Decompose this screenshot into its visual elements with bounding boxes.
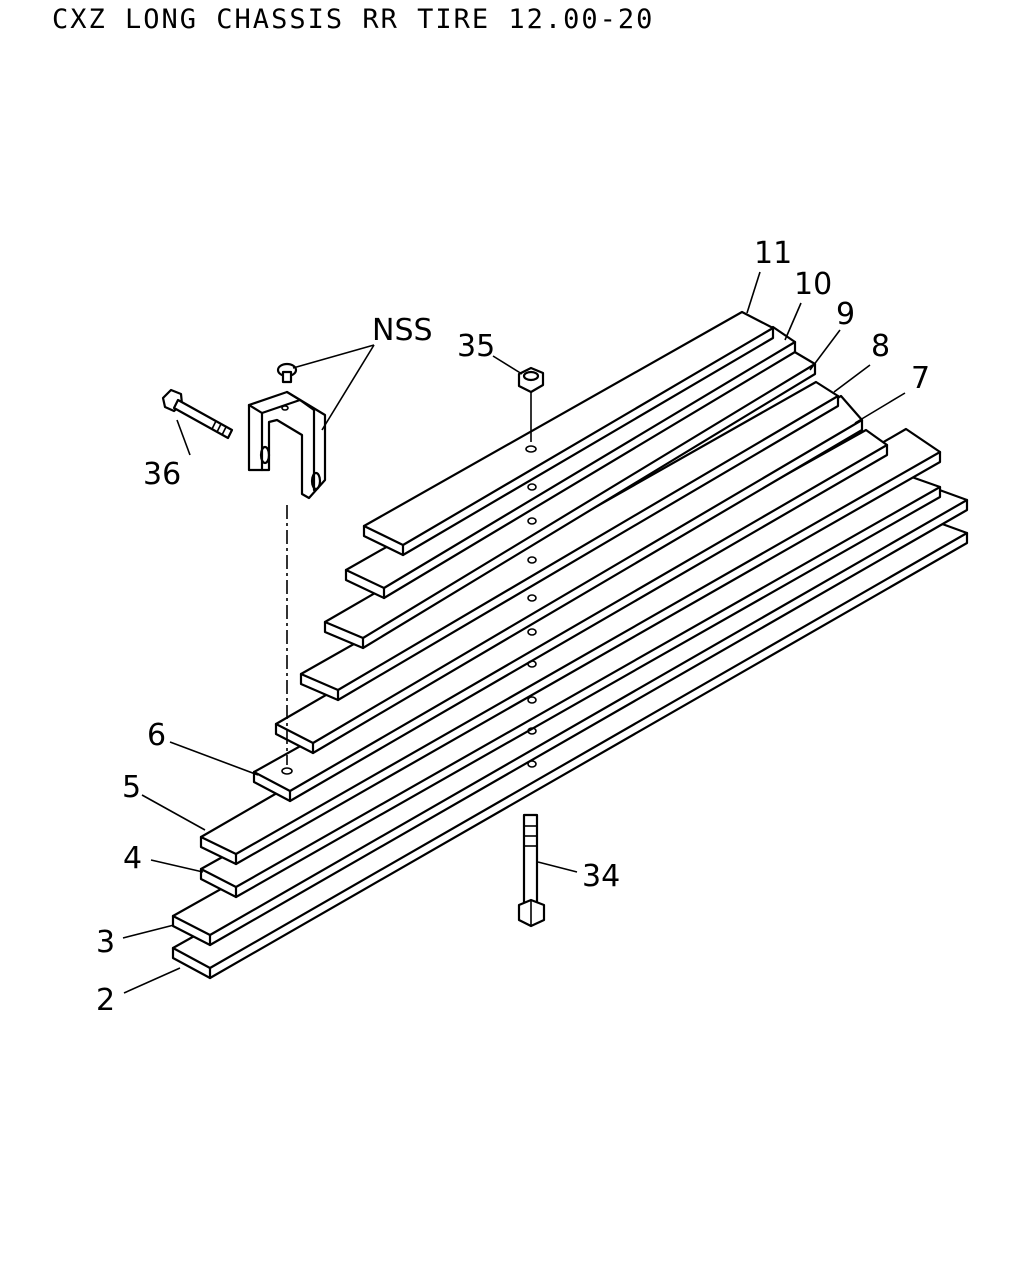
bolt-36 — [161, 388, 234, 440]
callout-36: 36 — [143, 457, 181, 492]
callout-34: 34 — [582, 859, 620, 894]
callout-9: 9 — [836, 297, 855, 332]
leader-lines — [122, 271, 906, 994]
center-bolt-holes — [527, 483, 537, 768]
callout-4: 4 — [123, 841, 142, 876]
callout-10: 10 — [794, 267, 832, 302]
callout-2: 2 — [96, 983, 115, 1018]
leaf-10 — [344, 325, 797, 600]
callout-5: 5 — [122, 770, 141, 805]
nut-35 — [517, 366, 545, 453]
clip-hole — [281, 767, 293, 775]
rivet — [276, 362, 298, 384]
diagram-title: CXZ LONG CHASSIS RR TIRE 12.00-20 — [52, 4, 655, 35]
leaf-5 — [199, 427, 942, 866]
leaf-7 — [274, 394, 864, 755]
callout-3: 3 — [96, 925, 115, 960]
callout-8: 8 — [871, 329, 890, 364]
center-bolt-34 — [517, 813, 546, 928]
callout-11: 11 — [754, 236, 792, 271]
callout-7: 7 — [911, 361, 930, 396]
callout-nss: NSS — [372, 313, 433, 348]
callout-6: 6 — [147, 718, 166, 753]
callout-35: 35 — [457, 329, 495, 364]
leaf-8 — [299, 380, 840, 702]
leaf-6 — [252, 428, 889, 803]
leaf-11 — [362, 310, 775, 557]
rebound-clip — [247, 390, 327, 500]
